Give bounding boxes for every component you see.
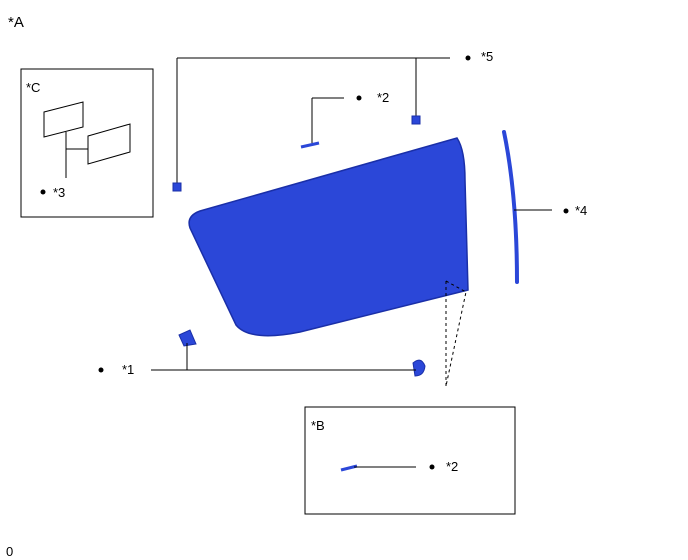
callout-dot-1 [98, 367, 104, 373]
footer-code: 0 [6, 544, 13, 559]
moulding-small-top [300, 141, 320, 149]
inset-c-label: *C [26, 80, 40, 95]
inset-c-frame [20, 68, 154, 218]
dashed-reference-line [445, 280, 467, 387]
inset-c-schematic [43, 101, 131, 178]
callout-1-leader [151, 343, 416, 371]
clip-right [411, 115, 421, 125]
inset-b-frame [304, 406, 516, 515]
bracket-lower-right [412, 359, 426, 377]
inset-c-panel-left [43, 101, 84, 138]
callout-dot-2 [356, 95, 362, 101]
bracket-lower-left [178, 329, 197, 347]
side-moulding-strip [502, 130, 519, 284]
callout-1-label: *1 [122, 362, 134, 377]
callout-4-label: *4 [575, 203, 587, 218]
inset-c-panel-right [87, 123, 131, 165]
inset-b-callout-label: *2 [446, 459, 458, 474]
callout-3-label: *3 [53, 185, 65, 200]
callout-2-label: *2 [377, 90, 389, 105]
callout-5-label: *5 [481, 49, 493, 64]
inset-b-label: *B [311, 418, 325, 433]
clip-left [172, 182, 182, 192]
callout-dot-4 [563, 208, 569, 214]
callout-2-leader [311, 97, 344, 143]
callout-dot-5 [465, 55, 471, 61]
callout-dot-2b [429, 464, 435, 470]
callout-dot-3 [40, 189, 46, 195]
callout-5-leader [176, 57, 450, 185]
quarter-window-glass [188, 137, 469, 337]
view-label: *A [8, 14, 24, 31]
